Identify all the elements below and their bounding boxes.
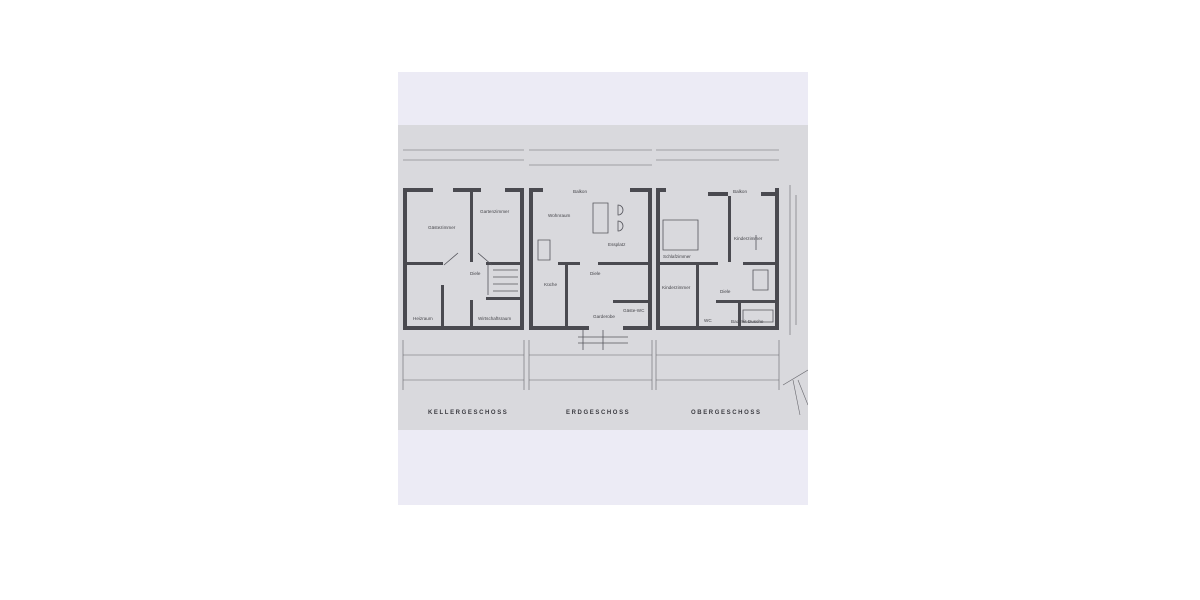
plan-kellergeschoss: Gästezimmer Gartenzimmer Diele Heizraum …: [403, 188, 524, 330]
room-label: Essplatz: [608, 242, 626, 247]
room-label: Wirtschaftsraum: [478, 316, 511, 321]
floor-title-kellergeschoss: KELLERGESCHOSS: [428, 410, 508, 416]
room-label: Garderobe: [593, 314, 615, 319]
plan-obergeschoss: Balkon Schlafzimmer Kinderzimmer Kinderz…: [656, 188, 779, 330]
room-label: Diele: [590, 271, 601, 276]
room-label: Heizraum: [413, 316, 433, 321]
room-label: Balkon: [573, 189, 587, 194]
room-label: Bad mit Dusche: [731, 319, 764, 324]
room-label: WC: [704, 318, 712, 323]
room-label: Küche: [544, 282, 557, 287]
floor-title-erdgeschoss: ERDGESCHOSS: [566, 410, 630, 416]
room-label: Gäste-WC: [623, 308, 645, 313]
plan-erdgeschoss: Balkon Wohnraum Essplatz Diele Küche Gar…: [529, 188, 652, 350]
room-label: Balkon: [733, 189, 747, 194]
room-label: Kinderzimmer: [662, 285, 691, 290]
room-label: Gästezimmer: [428, 225, 456, 230]
room-label: Diele: [720, 289, 731, 294]
floor-plan-drawing: Gästezimmer Gartenzimmer Diele Heizraum …: [402, 149, 808, 416]
room-label: Schlafzimmer: [663, 254, 691, 259]
room-label: Wohnraum: [548, 213, 571, 218]
room-label: Gartenzimmer: [480, 209, 510, 214]
floor-plan-scan-area: [398, 125, 808, 430]
floor-title-obergeschoss: OBERGESCHOSS: [691, 410, 762, 416]
room-label: Diele: [470, 271, 481, 276]
dimension-lines: [402, 149, 808, 416]
room-label: Kinderzimmer: [734, 236, 763, 241]
